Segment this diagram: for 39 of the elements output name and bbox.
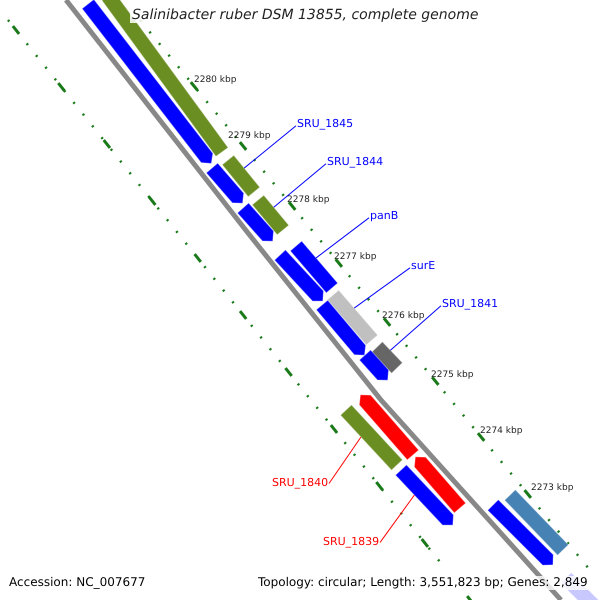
leader-line <box>273 163 326 208</box>
footer-text: Topology: circular; Length: 3,551,823 bp; Genes: 2,849 <box>258 576 588 590</box>
tick-label: 2274 kbp <box>480 426 522 436</box>
leader-line <box>380 494 415 543</box>
tick-label: 2278 kbp <box>287 195 330 206</box>
gene-feature <box>487 499 554 566</box>
gene-feature <box>206 162 244 204</box>
gene-label: SRU_1839 <box>323 536 380 549</box>
leader-line <box>354 267 410 309</box>
gene-label: surE <box>411 260 436 273</box>
gene-feature <box>358 394 420 461</box>
gene-label: SRU_1840 <box>272 477 328 490</box>
tick-label: 2276 kbp <box>382 311 424 322</box>
gene-feature <box>274 249 324 302</box>
leader-line <box>316 217 370 258</box>
title: Salinibacter ruber DSM 13855, complete genome <box>130 7 480 24</box>
tick-label: 2280 kbp <box>194 75 236 86</box>
leader-line <box>328 436 362 484</box>
gene-feature <box>340 404 404 471</box>
gene-feature <box>370 341 404 374</box>
tick-label: 2275 kbp <box>431 370 474 380</box>
gene-feature <box>236 202 274 242</box>
gene-label: SRU_1841 <box>442 298 498 311</box>
gene-feature <box>316 300 366 356</box>
gene-feature <box>394 464 454 526</box>
gene-feature <box>222 154 260 198</box>
tick-label: 2277 kbp <box>334 252 376 262</box>
tick-label: 2273 kbp <box>531 483 574 494</box>
gene-label: panB <box>370 210 398 223</box>
tick-label: 2279 kbp <box>228 131 270 142</box>
gene-feature <box>414 456 466 514</box>
footer-text: Accession: NC_007677 <box>9 576 146 590</box>
leader-line <box>244 125 296 169</box>
leader-line <box>390 305 442 351</box>
gene-feature <box>326 289 378 346</box>
gene-feature <box>252 194 290 236</box>
gene-label: SRU_1845 <box>297 118 354 131</box>
gene-label: SRU_1844 <box>327 156 384 169</box>
gene-feature <box>358 349 390 381</box>
